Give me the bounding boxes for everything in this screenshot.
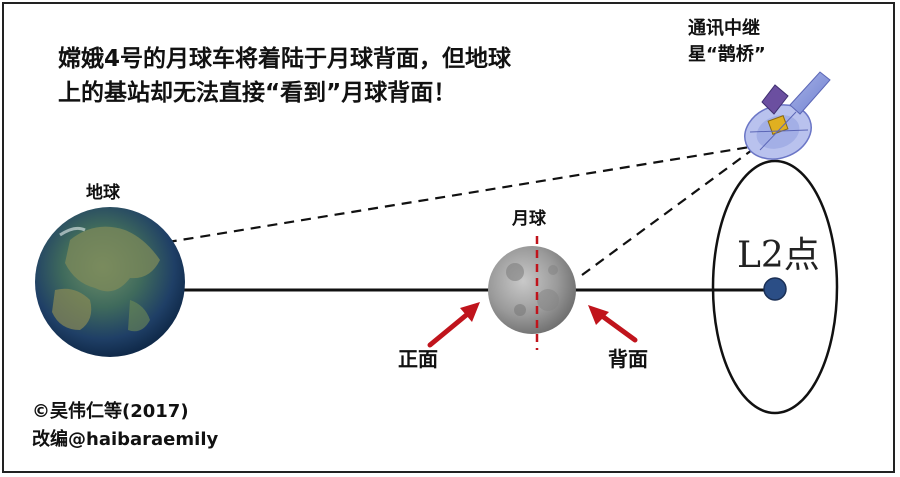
earth-label: 地球 bbox=[86, 183, 120, 203]
moon-label: 月球 bbox=[512, 209, 546, 229]
l2-point-dot bbox=[763, 277, 787, 301]
satellite-label-line-1: 通讯中继 bbox=[688, 18, 760, 39]
halo-orbit bbox=[711, 159, 839, 415]
credit-line-1: ©吴伟仁等(2017) bbox=[32, 401, 189, 422]
diagram-frame bbox=[2, 2, 895, 473]
near-side-label: 正面 bbox=[398, 347, 438, 371]
far-side-arrow bbox=[588, 305, 638, 343]
earth-satellite-dashed-line bbox=[149, 143, 763, 247]
satellite-label-line-2: 星“鹊桥” bbox=[688, 44, 766, 65]
earth-globe bbox=[35, 207, 185, 357]
relay-satellite bbox=[744, 71, 831, 160]
headline-line-1: 嫦娥4号的月球车将着陆于月球背面，但地球 bbox=[58, 46, 512, 72]
credit-line-2: 改编@haibaraemily bbox=[32, 429, 219, 450]
l2-point-label: L2点 bbox=[737, 235, 820, 276]
near-side-arrow bbox=[427, 302, 480, 348]
far-side-label: 背面 bbox=[608, 347, 648, 371]
credit-block: ©吴伟仁等(2017) 改编@haibaraemily bbox=[32, 398, 218, 454]
headline-text: 嫦娥4号的月球车将着陆于月球背面，但地球 上的基站却无法直接“看到”月球背面！ bbox=[58, 42, 511, 110]
moon-disk bbox=[488, 246, 576, 334]
headline-line-2: 上的基站却无法直接“看到”月球背面！ bbox=[58, 80, 457, 106]
moon-satellite-dashed-line bbox=[581, 149, 753, 276]
